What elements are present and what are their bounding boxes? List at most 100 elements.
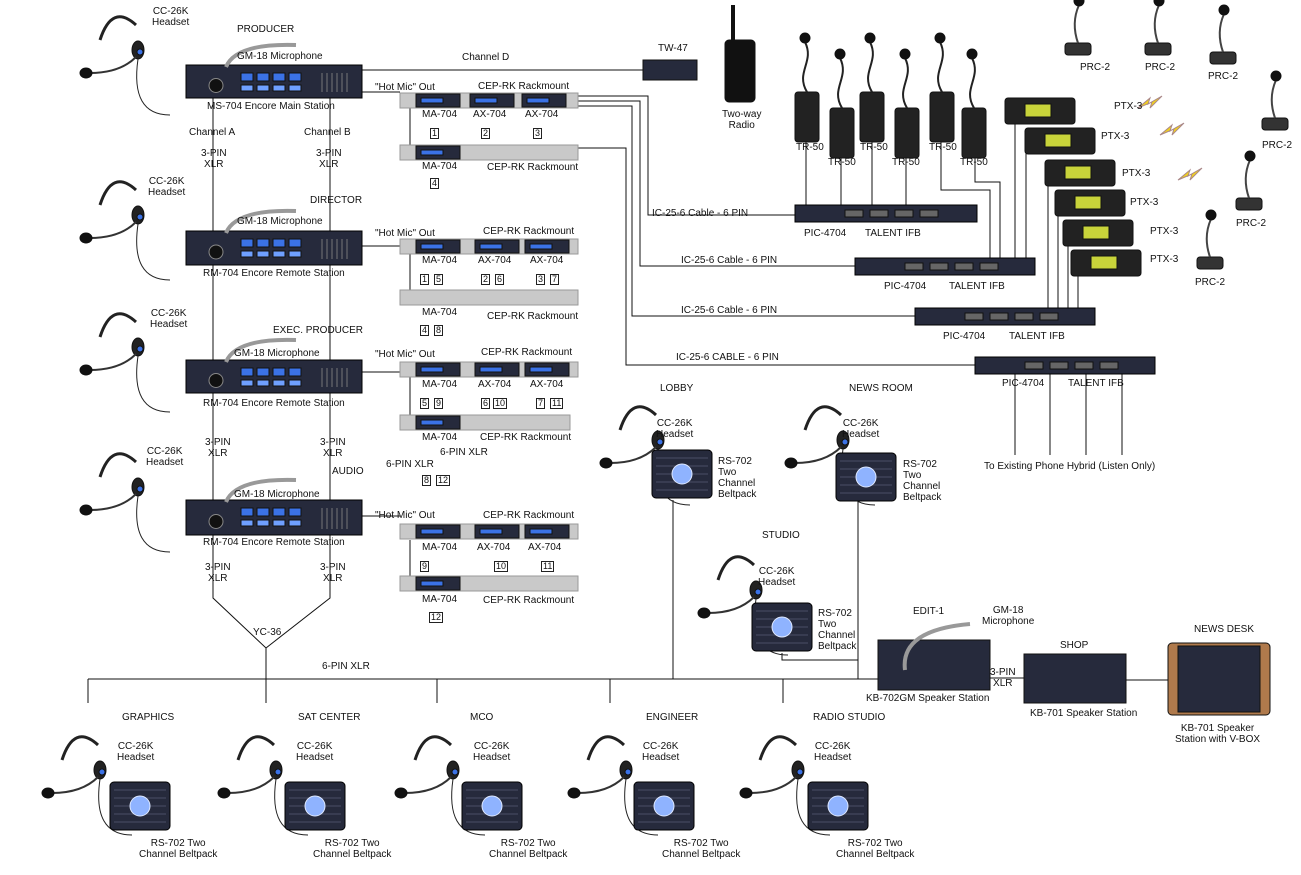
prc2-icon (1064, 0, 1092, 56)
headset-model: CC-26K (758, 566, 795, 577)
xlr6-label: 6-PIN XLR (386, 459, 434, 470)
bp-l2: Two (818, 619, 837, 630)
channel-key (272, 507, 286, 517)
cable-label: IC-25-6 Cable - 6 PIN (681, 255, 778, 266)
tr50-icon (929, 32, 955, 143)
boom (577, 776, 625, 794)
prc-neck (1270, 79, 1277, 119)
channel-number: 6 (481, 398, 491, 409)
station-label: RM-704 Encore Remote Station (203, 537, 345, 548)
bp-l2: Two (718, 467, 737, 478)
headset-icon (739, 735, 831, 836)
headset-icon (394, 735, 486, 836)
tr50-icon (894, 48, 920, 159)
pic-control (1074, 361, 1094, 370)
cable-label: IC-25-6 Cable - 6 PIN (681, 305, 778, 316)
channel-number: 5 (420, 398, 430, 409)
headset-icon (784, 405, 876, 506)
pic-control (1039, 312, 1059, 321)
pic-4704-unit (794, 204, 978, 223)
channel-number: 8 (422, 475, 432, 486)
prc-mic (1073, 0, 1085, 7)
channel-key (288, 250, 302, 258)
gooseneck-mic-icon (224, 477, 297, 503)
beltpack-icon (807, 781, 869, 831)
exec-producer-title: EXEC. PRODUCER (273, 325, 364, 336)
rack-label: CEP-RK Rackmount (487, 311, 579, 322)
headset-word: Headset (117, 752, 155, 763)
headband (413, 735, 453, 761)
channel-key (240, 519, 254, 527)
boom (609, 446, 657, 464)
pic-control (954, 262, 974, 271)
cable-label: IC-25-6 Cable - 6 PIN (652, 208, 749, 219)
channel-key (240, 238, 254, 248)
bp-l1: RS-702 (818, 608, 852, 619)
pic-control (1049, 361, 1069, 370)
ear-cap (451, 768, 459, 776)
prc2-icon (1209, 4, 1237, 65)
bp-l2: Two (903, 470, 922, 481)
rack-label: CEP-RK Rackmount (480, 432, 572, 443)
tr50-label: TR-50 (828, 157, 856, 168)
ptx3-label: PTX-3 (1122, 168, 1151, 179)
talent-ifb-label: TALENT IFB (1009, 331, 1065, 342)
channel-key (272, 250, 286, 258)
ptx3-label: PTX-3 (1114, 101, 1143, 112)
xlr-l2: XLR (208, 448, 228, 459)
mic-foam (784, 457, 798, 469)
prc-base (1196, 256, 1224, 270)
module-label: MA-704 (422, 594, 458, 605)
bp-l4: Beltpack (818, 641, 857, 652)
ear-cap (136, 345, 144, 353)
location-mco: MCO (470, 712, 494, 723)
headband (716, 555, 756, 581)
ptx-lcd (1024, 103, 1052, 118)
channel-number: 8 (434, 325, 444, 336)
module-display (420, 528, 444, 535)
module-label: AX-704 (530, 255, 564, 266)
channel-key (240, 507, 254, 517)
beltpack-icon (651, 449, 713, 499)
pic-4704-unit (854, 257, 1036, 276)
headset-word: Headset (152, 17, 190, 28)
cep-rk-rackmount (399, 414, 571, 431)
channel-key (272, 72, 286, 82)
module-display (526, 97, 550, 104)
rack-panel (399, 289, 579, 306)
station-link-wire (212, 265, 331, 500)
bp-l3: Channel (903, 481, 941, 492)
channel-key (256, 84, 270, 92)
boom (227, 776, 275, 794)
kb702gm-speaker-station-icon (877, 639, 991, 691)
channel-number: 12 (436, 475, 451, 486)
prc-neck (1073, 4, 1080, 44)
channel-number: 11 (541, 561, 555, 572)
ear-cap (841, 438, 849, 446)
headband (98, 15, 138, 41)
tr50-body (829, 107, 855, 159)
mic-foam (394, 787, 408, 799)
module-label: AX-704 (477, 542, 511, 553)
ear-cap (754, 588, 762, 596)
phone-hybrid-wire (1014, 373, 1123, 455)
module-display (479, 243, 503, 250)
prc2-label: PRC-2 (1145, 62, 1176, 73)
mic-foam (599, 457, 613, 469)
beltpack-icon (109, 781, 171, 831)
prc-neck (1205, 218, 1212, 258)
headband (98, 312, 138, 338)
hot-mic-label: "Hot Mic" Out (375, 228, 435, 239)
gooseneck-mic-icon (224, 337, 297, 363)
channel-key (256, 507, 270, 517)
prc2-icon (1235, 150, 1263, 211)
location-news-desk: NEWS DESK (1194, 624, 1255, 635)
pic-control (979, 262, 999, 271)
xlr6-label: 6-PIN XLR (440, 447, 488, 458)
